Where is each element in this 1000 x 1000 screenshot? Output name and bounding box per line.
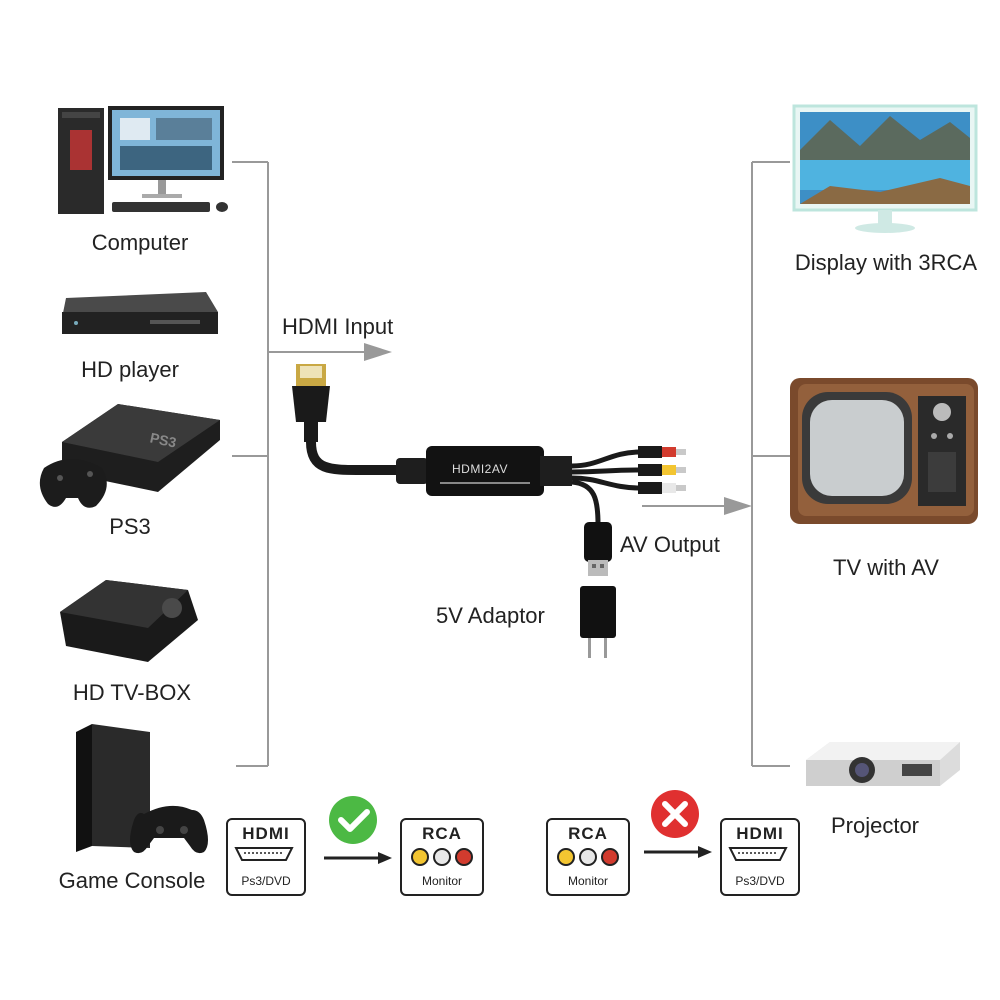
hdmi-input-label: HDMI Input (282, 314, 394, 339)
compat-invalid-to-title: HDMI (736, 824, 784, 843)
compat-valid-to-box: RCA Monitor (400, 818, 484, 896)
compat-invalid-from-title: RCA (568, 824, 608, 843)
projector-icon (806, 742, 960, 786)
compat-valid-to-title: RCA (422, 824, 462, 843)
compat-invalid-to-sub: Ps3/DVD (735, 874, 785, 888)
hdmi-cable (292, 364, 428, 484)
left-connector-bracket (232, 161, 368, 767)
compat-valid-from-title: HDMI (242, 824, 290, 843)
compat-valid-to-sub: Monitor (421, 874, 462, 888)
compat-valid-from-box: HDMI Ps3/DVD (226, 818, 306, 896)
display-3rca-icon (792, 104, 978, 233)
computer-icon (58, 106, 228, 214)
game-console-icon (76, 724, 208, 854)
compat-invalid-from-sub: Monitor (567, 874, 608, 888)
adaptor-label: 5V Adaptor (436, 603, 545, 628)
tv-av-icon (790, 378, 978, 524)
compat-arrows (324, 846, 712, 864)
cross-icon (651, 790, 699, 838)
game-console-label: Game Console (58, 868, 206, 893)
tv-av-label: TV with AV (833, 555, 939, 580)
av-cables (571, 449, 641, 525)
display-3rca-label: Display with 3RCA (794, 250, 978, 275)
av-output-label: AV Output (620, 532, 720, 557)
converter-box (426, 446, 572, 496)
computer-label: Computer (91, 230, 189, 255)
av-output-arrow (724, 497, 752, 515)
usb-plug (584, 522, 612, 576)
right-connector-bracket (642, 161, 790, 767)
hd-tv-box-label: HD TV-BOX (72, 680, 192, 705)
ps3-icon (39, 404, 220, 508)
compat-invalid-to-box: HDMI Ps3/DVD (720, 818, 800, 896)
rca-plugs (638, 446, 686, 494)
check-icon (329, 796, 377, 844)
power-adaptor (580, 586, 616, 658)
compat-invalid-from-box: RCA Monitor (546, 818, 630, 896)
converter-label: HDMI2AV (452, 462, 508, 476)
compat-valid-from-sub: Ps3/DVD (241, 874, 291, 888)
projector-label: Projector (830, 813, 920, 838)
hd-player-label: HD player (81, 357, 179, 382)
hd-player-icon (62, 292, 218, 334)
tv-box-icon (60, 580, 198, 662)
ps3-label: PS3 (109, 514, 151, 539)
hdmi-input-arrow (364, 343, 392, 361)
